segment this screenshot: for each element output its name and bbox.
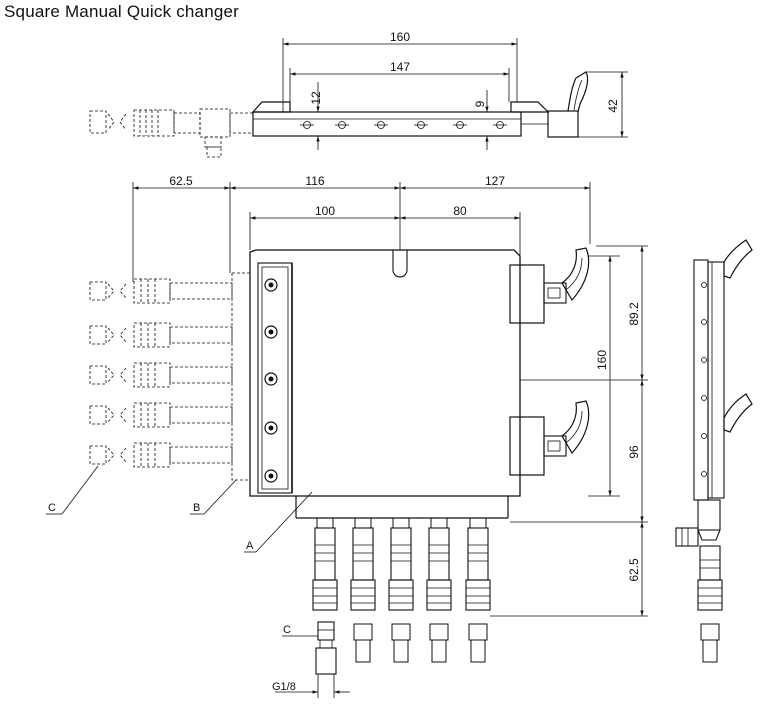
detail-fitting bbox=[315, 621, 337, 698]
left-rail bbox=[257, 262, 293, 494]
callout-c-left: C bbox=[48, 502, 56, 514]
dim-width-right: 127 bbox=[485, 174, 505, 188]
dim-thread: G1/8 bbox=[272, 681, 296, 693]
top-view: 160 147 12 9 42 bbox=[89, 30, 628, 158]
top-right-block bbox=[510, 101, 550, 113]
center-slot bbox=[392, 250, 408, 278]
top-handle bbox=[521, 71, 589, 138]
dim-top-right-small: 9 bbox=[473, 100, 487, 107]
front-view: 62.5 116 127 100 80 160 89.2 96 62.5 G1/… bbox=[46, 174, 648, 698]
dim-top-left-small: 12 bbox=[309, 91, 323, 105]
right-handle-lower bbox=[509, 400, 590, 476]
dim-right-upper: 89.2 bbox=[627, 302, 641, 326]
callout-c-bottom: C bbox=[283, 624, 291, 636]
dim-right-total: 160 bbox=[595, 350, 609, 370]
side-view bbox=[675, 239, 753, 663]
callout-a: A bbox=[246, 540, 254, 552]
dim-top-overall: 160 bbox=[390, 30, 410, 44]
right-handle-upper bbox=[509, 247, 590, 324]
dim-inner-left: 100 bbox=[315, 204, 335, 218]
callout-b: B bbox=[193, 502, 200, 514]
drawing-title: Square Manual Quick changer bbox=[4, 2, 240, 21]
dim-left-offset: 62.5 bbox=[169, 174, 193, 188]
front-plate bbox=[249, 249, 521, 497]
side-screw-holes bbox=[701, 282, 707, 477]
left-dashed-fittings bbox=[89, 278, 233, 468]
top-bar bbox=[252, 111, 522, 137]
top-dashed-fitting bbox=[89, 108, 254, 158]
top-screw-holes bbox=[300, 121, 507, 129]
dim-inner-right: 80 bbox=[453, 204, 467, 218]
dim-width-left: 116 bbox=[305, 174, 324, 188]
dim-top-height: 42 bbox=[606, 99, 620, 113]
top-left-block bbox=[251, 101, 291, 113]
dim-top-inner: 147 bbox=[390, 60, 410, 74]
dim-bottom-extension: 62.5 bbox=[627, 558, 641, 582]
dim-right-lower: 96 bbox=[627, 445, 641, 459]
rail-screws bbox=[264, 278, 278, 483]
bottom-fittings bbox=[312, 517, 491, 663]
